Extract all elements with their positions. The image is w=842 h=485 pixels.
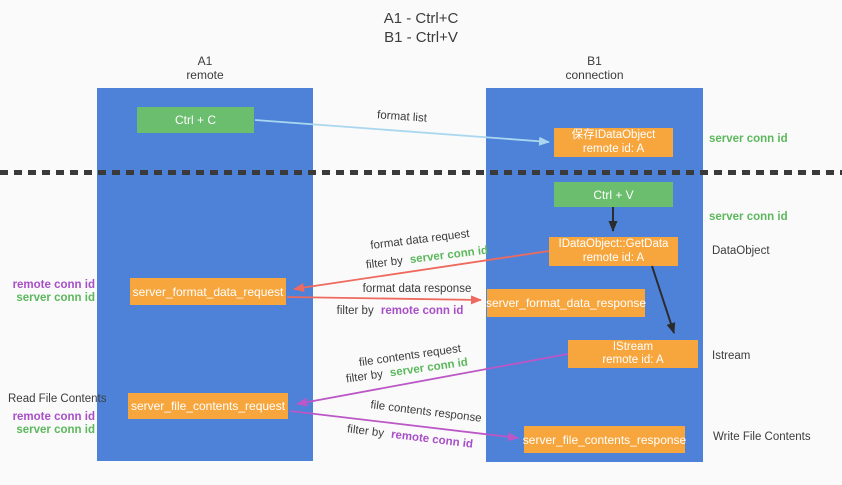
node-ctrl-c: Ctrl + C bbox=[137, 107, 254, 133]
title-line-1: A1 - Ctrl+C bbox=[383, 10, 459, 27]
annotation-dataobject: DataObject bbox=[712, 245, 770, 257]
annotation-read-file-contents: Read File Contents bbox=[8, 393, 107, 405]
annotation-conn-ids-file: remote conn id server conn id bbox=[0, 411, 95, 437]
annotation-remote-conn-id-top: remote conn id bbox=[12, 279, 95, 291]
format-data-response-arrow bbox=[286, 295, 482, 305]
node-istream-line1: IStream bbox=[612, 340, 654, 353]
annotation-istream: Istream bbox=[712, 350, 751, 362]
file-contents-response-label: file contents response bbox=[369, 399, 483, 425]
node-server-format-data-response-label: server_format_data_response bbox=[485, 296, 647, 310]
node-ctrl-v: Ctrl + V bbox=[554, 182, 673, 207]
diagram-title: A1 - Ctrl+C B1 - Ctrl+V bbox=[0, 9, 842, 47]
annotation-remote-conn-id-bottom: remote conn id bbox=[12, 411, 95, 423]
annotation-server-conn-id-left-top: server conn id bbox=[16, 292, 95, 304]
title-line-2: B1 - Ctrl+V bbox=[384, 29, 458, 46]
node-server-format-data-request: server_format_data_request bbox=[130, 278, 286, 305]
lifeline-b1-header: B1 connection bbox=[486, 54, 703, 82]
annotation-server-conn-id-left-bottom: server conn id bbox=[16, 424, 95, 436]
annotation-server-conn-id-top: server conn id bbox=[709, 133, 788, 145]
node-istream: IStream remote id: A bbox=[568, 340, 698, 368]
lifeline-a1-name: A1 bbox=[197, 54, 213, 68]
format-data-response-label: format data response bbox=[362, 283, 472, 295]
lifeline-a1-role: remote bbox=[186, 68, 224, 82]
node-server-file-contents-request: server_file_contents_request bbox=[128, 393, 288, 419]
node-save-idataobject-line1: 保存IDataObject bbox=[571, 129, 656, 141]
node-server-file-contents-response: server_file_contents_response bbox=[522, 426, 687, 453]
node-istream-line2: remote id: A bbox=[602, 354, 664, 366]
phase-divider-dotted-line bbox=[0, 170, 842, 175]
annotation-conn-ids-format: remote conn id server conn id bbox=[0, 279, 95, 305]
node-save-idataobject: 保存IDataObject remote id: A bbox=[554, 128, 673, 157]
lifeline-a1-header: A1 remote bbox=[97, 54, 313, 82]
node-ctrl-v-label: Ctrl + V bbox=[593, 187, 634, 202]
node-idataobject-getdata-line1: IDataObject::GetData bbox=[558, 238, 669, 250]
annotation-write-file-contents: Write File Contents bbox=[713, 431, 811, 443]
node-idataobject-getdata: IDataObject::GetData remote id: A bbox=[549, 237, 678, 266]
node-server-format-data-request-label: server_format_data_request bbox=[132, 284, 284, 299]
annotation-server-conn-id-mid: server conn id bbox=[709, 211, 788, 223]
lifeline-b1-name: B1 bbox=[587, 54, 602, 68]
node-server-file-contents-request-label: server_file_contents_request bbox=[130, 399, 286, 413]
lifeline-b1-role: connection bbox=[565, 68, 624, 82]
file-contents-response-filter-label: filter by remote conn id bbox=[346, 423, 474, 451]
node-save-idataobject-line2: remote id: A bbox=[582, 142, 645, 155]
format-data-response-filter-label: filter by remote conn id bbox=[336, 305, 464, 317]
node-idataobject-getdata-line2: remote id: A bbox=[582, 251, 645, 264]
format-list-label: format list bbox=[376, 109, 428, 125]
node-ctrl-c-label: Ctrl + C bbox=[174, 113, 216, 127]
node-server-file-contents-response-label: server_file_contents_response bbox=[522, 432, 687, 447]
node-server-format-data-response: server_format_data_response bbox=[485, 289, 647, 317]
